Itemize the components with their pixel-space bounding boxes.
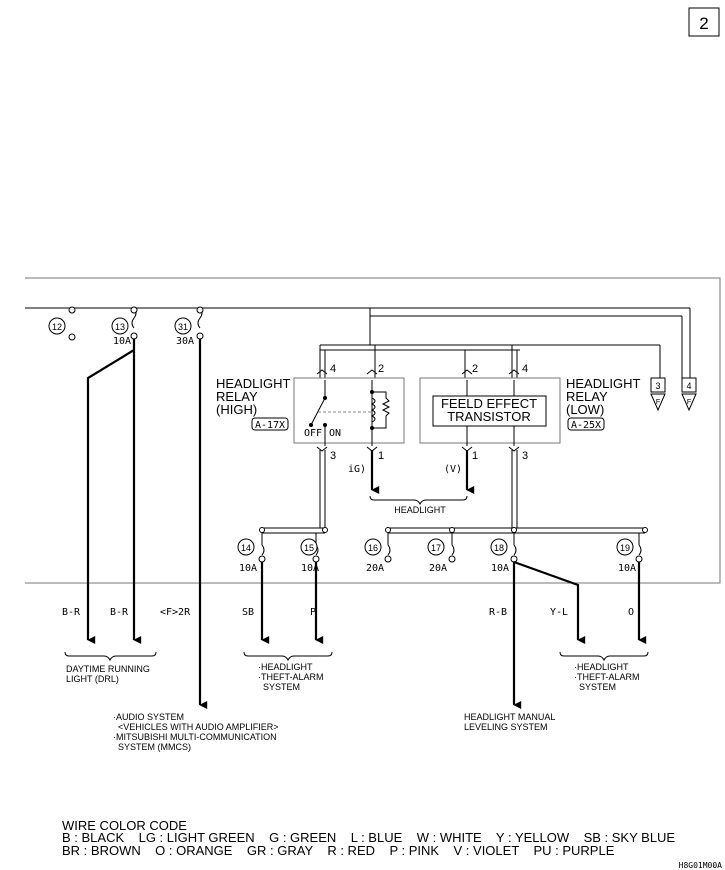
label-audio-system: ·AUDIO SYSTEM <VEHICLES WITH AUDIO AMPLI… bbox=[113, 712, 279, 752]
relay-off-label: OFF bbox=[304, 428, 322, 439]
relay-low-title-3: (LOW) bbox=[566, 402, 604, 417]
page-number: 2 bbox=[699, 14, 708, 33]
svg-text:DAYTIME RUNNING: DAYTIME RUNNING bbox=[66, 664, 150, 674]
connector-letter: F bbox=[656, 399, 660, 406]
fuse-number: 15 bbox=[304, 543, 314, 553]
page-number-box bbox=[688, 7, 720, 37]
fuse-number: 13 bbox=[115, 322, 125, 332]
color-code-title: WIRE COLOR CODE bbox=[62, 818, 187, 833]
fuse-18: 18 10A bbox=[490, 538, 518, 574]
relay-low-code: A-25X bbox=[571, 420, 601, 431]
connector-4: 4 F bbox=[681, 377, 697, 412]
relay-high: HEADLIGHT RELAY (HIGH) A-17X OFF ON 4 2 … bbox=[216, 363, 405, 462]
svg-text:LIGHT (DRL): LIGHT (DRL) bbox=[66, 674, 119, 684]
connector-letter: F bbox=[687, 399, 691, 406]
signal-ig: iG) bbox=[348, 464, 366, 475]
fuse-16: 16 20A bbox=[364, 538, 392, 574]
fuse-19: 19 10A bbox=[616, 538, 643, 574]
connector-3: 3 F bbox=[650, 377, 666, 412]
fuse-14: 14 10A bbox=[237, 538, 266, 574]
pin-label: 1 bbox=[378, 450, 384, 462]
junction-block-outline bbox=[25, 277, 721, 584]
relay-low-title-1: HEADLIGHT bbox=[566, 376, 640, 391]
fuse-rating: 10A bbox=[618, 563, 636, 574]
fuse-number: 31 bbox=[178, 322, 188, 332]
headlight-label: HEADLIGHT bbox=[394, 505, 446, 515]
color-code-line-2: BR : BROWN O : ORANGE GR : GRAY R : RED … bbox=[62, 843, 615, 858]
fuse-rating: 10A bbox=[113, 336, 131, 347]
relay-low: FEELD EFFECT TRANSISTOR HEADLIGHT RELAY … bbox=[419, 363, 640, 462]
fuse-number: 14 bbox=[241, 543, 251, 553]
signal-v: (V) bbox=[444, 464, 462, 475]
svg-text:<VEHICLES WITH AUDIO AMPLIFIER: <VEHICLES WITH AUDIO AMPLIFIER> bbox=[113, 722, 279, 732]
svg-text:·AUDIO SYSTEM: ·AUDIO SYSTEM bbox=[113, 712, 184, 722]
connector-number: 3 bbox=[655, 381, 660, 391]
fuse-number: 16 bbox=[368, 543, 378, 553]
fuse-rating: 20A bbox=[429, 563, 447, 574]
fuse-number: 19 bbox=[620, 543, 630, 553]
pin-label: 3 bbox=[330, 450, 336, 462]
svg-text:·HEADLIGHT: ·HEADLIGHT bbox=[574, 662, 629, 672]
fuse-number: 18 bbox=[494, 543, 504, 553]
label-theft-alarm-2: ·HEADLIGHT ·THEFT-ALARM SYSTEM bbox=[574, 662, 640, 692]
svg-text:SYSTEM: SYSTEM bbox=[574, 682, 616, 692]
wire-label: Y-L bbox=[550, 607, 568, 618]
relay-high-title-1: HEADLIGHT bbox=[216, 376, 290, 391]
pin-label: 2 bbox=[378, 363, 384, 375]
fuse-rating: 10A bbox=[491, 563, 509, 574]
headlight-brace bbox=[369, 495, 468, 506]
svg-text:·MITSUBISHI MULTI-COMMUNICATIO: ·MITSUBISHI MULTI-COMMUNICATION bbox=[113, 732, 277, 742]
fuse-12: 12 bbox=[48, 306, 76, 341]
figure-code: H8G01M00A bbox=[679, 861, 723, 870]
connector-number: 4 bbox=[686, 381, 691, 391]
transistor-line-2: TRANSISTOR bbox=[447, 409, 531, 424]
wire-label: B-R bbox=[110, 607, 129, 618]
svg-text:·THEFT-ALARM: ·THEFT-ALARM bbox=[574, 672, 640, 682]
fuse-rating: 30A bbox=[176, 336, 194, 347]
pin-label: 4 bbox=[522, 363, 528, 375]
wire-yl bbox=[513, 560, 586, 644]
relay-high-title-3: (HIGH) bbox=[216, 402, 257, 417]
svg-text:HEADLIGHT MANUAL: HEADLIGHT MANUAL bbox=[464, 712, 555, 722]
fuse-rating: 10A bbox=[301, 563, 319, 574]
svg-text:·THEFT-ALARM: ·THEFT-ALARM bbox=[258, 672, 324, 682]
fuse-31: 31 30A bbox=[174, 306, 204, 347]
label-leveling: HEADLIGHT MANUAL LEVELING SYSTEM bbox=[464, 712, 555, 732]
wire-label: R-B bbox=[489, 607, 507, 618]
fuse-number: 12 bbox=[52, 322, 62, 332]
fuse-rating: 10A bbox=[239, 563, 257, 574]
wire-label: P bbox=[310, 607, 316, 618]
pin-label: 3 bbox=[522, 450, 528, 462]
relay-on-label: ON bbox=[329, 428, 341, 439]
relay-high-title-2: RELAY bbox=[216, 389, 258, 404]
svg-text:LEVELING SYSTEM: LEVELING SYSTEM bbox=[464, 722, 548, 732]
svg-text:·HEADLIGHT: ·HEADLIGHT bbox=[258, 662, 313, 672]
fuse-17: 17 20A bbox=[427, 538, 456, 574]
label-theft-alarm-1: ·HEADLIGHT ·THEFT-ALARM SYSTEM bbox=[258, 662, 324, 692]
transistor-line-1: FEELD EFFECT bbox=[441, 396, 537, 411]
wire-label: <F>2R bbox=[160, 607, 191, 618]
fuse-rating: 20A bbox=[366, 563, 384, 574]
svg-text:SYSTEM: SYSTEM bbox=[258, 682, 300, 692]
fuse-number: 17 bbox=[431, 543, 441, 553]
pin-label: 4 bbox=[330, 363, 336, 375]
color-code-line-1: B : BLACK LG : LIGHT GREEN G : GREEN L :… bbox=[62, 830, 675, 845]
wire-label: SB bbox=[242, 607, 254, 618]
wire-label: B-R bbox=[62, 607, 81, 618]
fuse-13: 13 10A bbox=[111, 306, 138, 347]
relay-high-code: A-17X bbox=[255, 420, 285, 431]
svg-text:SYSTEM (MMCS): SYSTEM (MMCS) bbox=[113, 742, 191, 752]
label-drl: DAYTIME RUNNING LIGHT (DRL) bbox=[66, 664, 150, 684]
wire-color-code: WIRE COLOR CODE B : BLACK LG : LIGHT GRE… bbox=[62, 818, 675, 858]
wire-br-1 bbox=[86, 349, 135, 644]
relay-low-title-2: RELAY bbox=[566, 389, 608, 404]
pin-label: 2 bbox=[472, 363, 478, 375]
pin-label: 1 bbox=[472, 450, 478, 462]
wire-label: O bbox=[628, 607, 634, 618]
